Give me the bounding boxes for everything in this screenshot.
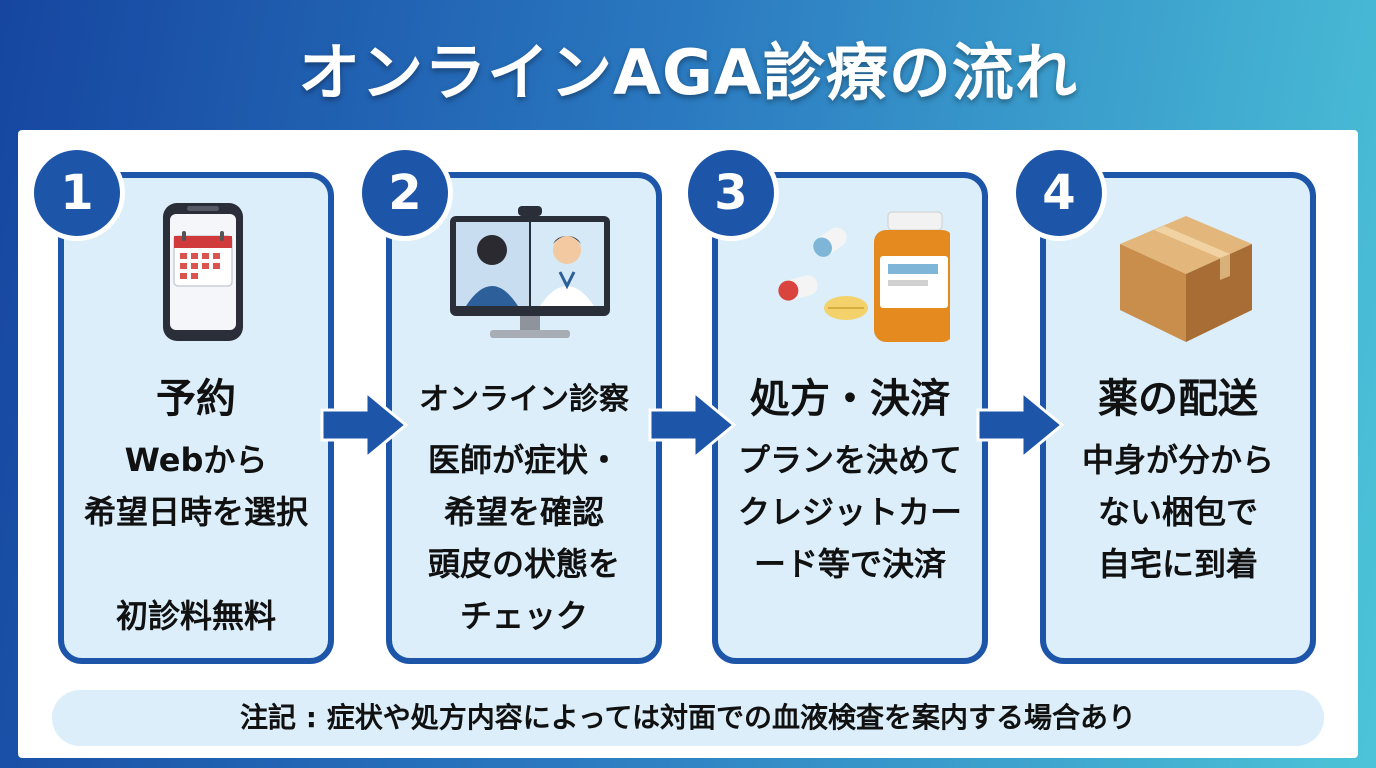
video-consultation-monitor-icon (444, 204, 616, 348)
step-description: 中身が分から ない梱包で 自宅に到着 (1081, 441, 1274, 583)
step-card-4: 薬の配送 中身が分から ない梱包で 自宅に到着 (1040, 172, 1316, 664)
step-number-badge: 2 (362, 150, 448, 236)
cardboard-box-icon (1112, 204, 1258, 348)
smartphone-calendar-icon (160, 200, 246, 348)
arrow-right-icon (976, 388, 1065, 464)
step-description: プランを決めて クレジットカー ード等で決済 (737, 441, 962, 583)
arrow-right-icon (320, 388, 409, 464)
step-card-1: 予約 Webから 希望日時を選択 初診料無料 (58, 172, 334, 664)
step-title: オンライン診察 (419, 382, 629, 417)
step-description: 医師が症状・ 希望を確認 頭皮の状態を チェック (427, 441, 620, 635)
step-card-2: オンライン診察 医師が症状・ 希望を確認 頭皮の状態を チェック (386, 172, 662, 664)
step-number-badge: 4 (1016, 150, 1102, 236)
step-description: Webから 希望日時を選択 初診料無料 (83, 441, 308, 635)
medicine-pills-icon (770, 204, 954, 348)
step-title: 予約 (156, 376, 236, 422)
step-title: 処方・決済 (750, 376, 950, 422)
step-card-3: 処方・決済 プランを決めて クレジットカー ード等で決済 (712, 172, 988, 664)
step-number-badge: 1 (34, 150, 120, 236)
step-title: 薬の配送 (1098, 376, 1258, 422)
step-number-badge: 3 (688, 150, 774, 236)
arrow-right-icon (648, 388, 737, 464)
footnote: 注記 : 症状や処方内容によっては対面での血液検査を案内する場合あり (52, 690, 1324, 746)
page-title: オンラインAGA診療の流れ (298, 36, 1078, 109)
